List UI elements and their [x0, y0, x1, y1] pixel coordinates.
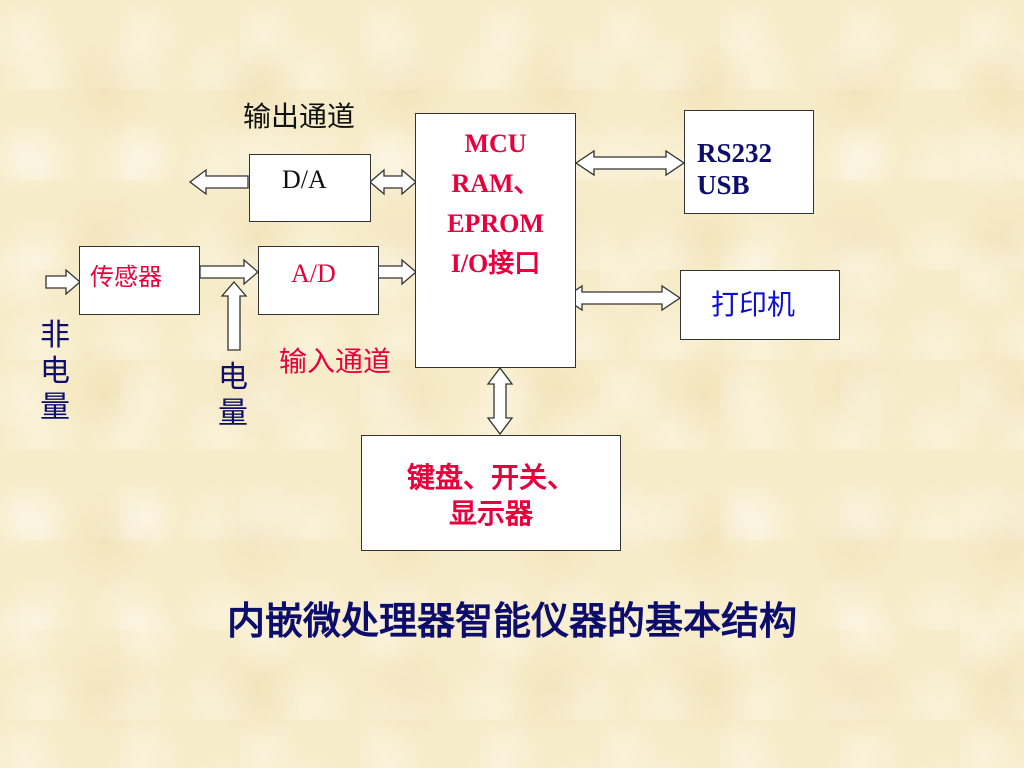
mcu-text: MCU RAM、 EPROM I/O接口 — [416, 124, 575, 284]
non-electric-quantity-label: 非 电 量 — [40, 318, 70, 426]
mcu-line-2: RAM、 — [451, 169, 540, 198]
keyboard-box: 键盘、开关、 显示器 — [361, 435, 621, 551]
comm-text: RS232 USB — [697, 137, 772, 201]
mcu-line-1: MCU — [464, 129, 527, 158]
printer-label: 打印机 — [711, 288, 796, 321]
printer-box: 打印机 — [680, 270, 840, 340]
input-channel-label: 输入通道 — [279, 345, 392, 378]
output-channel-label: 输出通道 — [243, 100, 356, 133]
sensor-ad-arrow — [199, 258, 259, 286]
da-mcu-arrow — [369, 168, 417, 196]
comm-box: RS232 USB — [684, 110, 814, 214]
sensor-label: 传感器 — [90, 263, 162, 291]
diagram-title: 内嵌微处理器智能仪器的基本结构 — [226, 599, 797, 643]
da-output-arrow — [188, 168, 249, 196]
electric-char-1: 电 — [218, 360, 248, 395]
electric-char-2: 量 — [218, 396, 248, 431]
non-electric-char-3: 量 — [40, 390, 70, 425]
electric-quantity-label: 电 量 — [218, 360, 248, 432]
electric-up-arrow — [220, 281, 248, 351]
non-electric-char-2: 电 — [40, 354, 70, 389]
sensor-input-arrow — [45, 268, 81, 296]
da-label: D/A — [282, 165, 327, 194]
keyboard-text: 键盘、开关、 显示器 — [362, 460, 620, 532]
non-electric-char-1: 非 — [40, 318, 70, 353]
sensor-box: 传感器 — [79, 246, 200, 315]
ad-box: A/D — [258, 246, 379, 315]
da-box: D/A — [249, 154, 371, 222]
keyboard-line-2: 显示器 — [448, 497, 533, 530]
comm-line-2: USB — [697, 170, 750, 200]
ad-mcu-arrow — [377, 258, 417, 286]
mcu-keyboard-arrow — [486, 366, 514, 436]
mcu-printer-arrow — [562, 284, 682, 312]
comm-line-1: RS232 — [697, 138, 773, 168]
mcu-box: MCU RAM、 EPROM I/O接口 — [415, 113, 576, 368]
ad-label: A/D — [291, 259, 336, 288]
keyboard-line-1: 键盘、开关、 — [406, 461, 575, 494]
mcu-line-3: EPROM — [447, 209, 544, 238]
mcu-comm-arrow — [574, 149, 686, 177]
mcu-line-4: I/O接口 — [450, 249, 541, 278]
